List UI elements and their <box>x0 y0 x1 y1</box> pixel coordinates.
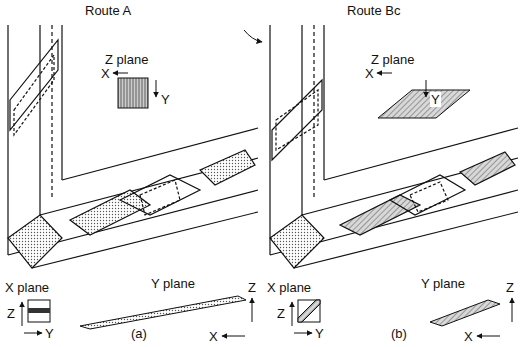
plane-label: X plane <box>4 280 50 295</box>
axis-label: X <box>463 329 474 344</box>
die-route-a <box>8 25 258 268</box>
x-plane-inset <box>28 300 50 322</box>
z-plane-inset <box>118 78 148 108</box>
axis-arrow <box>426 80 427 97</box>
axis-label: Y <box>314 326 325 341</box>
panel-label: (b) <box>390 326 408 341</box>
axis-label: Z <box>505 280 515 295</box>
axis-label: Z <box>276 306 286 321</box>
x-plane-stripe <box>298 300 320 322</box>
route-title: Route Bc <box>346 3 401 18</box>
axis-arrow <box>377 73 392 74</box>
axis-arrow <box>156 80 157 97</box>
axis-label: Z <box>247 280 257 295</box>
axis-label: X <box>364 66 375 81</box>
axis-arrow <box>512 298 513 322</box>
plane-label: Y plane <box>150 276 196 291</box>
axis-label: Y <box>44 326 55 341</box>
rotation-arrow <box>244 30 262 42</box>
axis-label: Z <box>6 306 16 321</box>
route-title: Route A <box>84 3 132 18</box>
plane-label: X plane <box>266 280 312 295</box>
plane-label: Y plane <box>420 276 466 291</box>
axis-arrow <box>252 298 253 322</box>
axis-arrow <box>24 333 42 334</box>
y-plane-inset <box>80 296 246 329</box>
axis-label: X <box>100 66 111 81</box>
axis-arrow <box>477 336 500 337</box>
y-plane-inset <box>430 300 500 326</box>
axis-arrow <box>22 302 23 326</box>
panel-label: (a) <box>130 326 148 341</box>
axis-arrow <box>294 333 312 334</box>
x-plane-band <box>28 308 50 313</box>
plane-label: Z plane <box>370 52 415 67</box>
z-plane-inset <box>378 90 470 118</box>
axis-label: Y <box>430 92 441 107</box>
die-route-bc <box>270 25 518 268</box>
plane-label: Z plane <box>104 52 149 67</box>
x-plane-inset <box>298 300 320 322</box>
axis-arrow <box>292 302 293 326</box>
axis-arrow <box>222 336 245 337</box>
axis-label: Y <box>160 92 171 107</box>
axis-label: X <box>208 329 219 344</box>
axis-arrow <box>113 73 128 74</box>
